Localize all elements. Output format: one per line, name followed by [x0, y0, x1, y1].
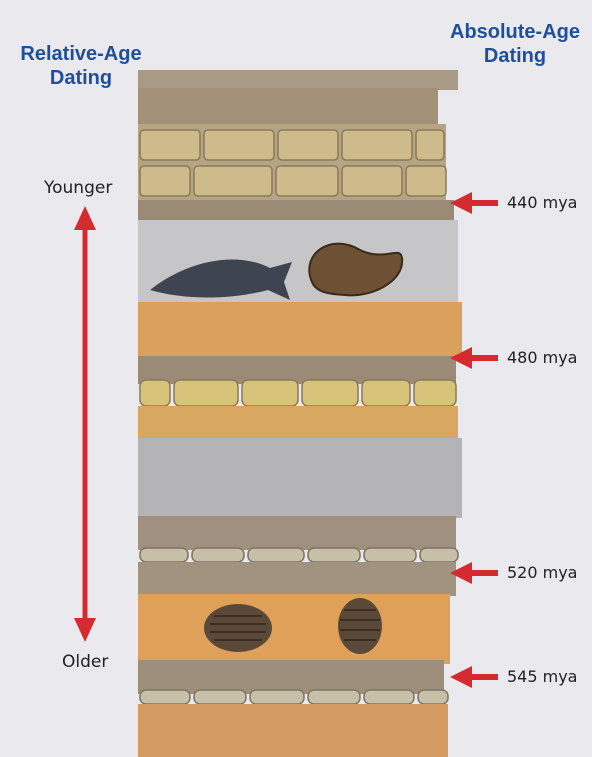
trilobite-fossil-icon — [338, 598, 382, 654]
gray-layer-lower — [138, 438, 462, 518]
age-marker-arrow — [450, 192, 498, 214]
orange-trilobite-layer — [138, 594, 450, 664]
orange-bottom-layer — [138, 704, 448, 757]
age-marker-arrow — [450, 562, 498, 584]
top-cap-layer — [138, 70, 458, 90]
age-marker-arrow — [450, 666, 498, 688]
age-label-545: 545 mya — [507, 667, 577, 686]
age-label-440: 440 mya — [507, 193, 577, 212]
orange-layer-upper — [138, 302, 462, 360]
stratum-4 — [138, 516, 456, 550]
stratum-1 — [138, 88, 438, 126]
stratum-6 — [138, 660, 444, 694]
stratum-2 — [138, 200, 454, 222]
trilobite-fossil-icon — [204, 604, 272, 652]
orange-thin-layer — [138, 406, 458, 440]
rock-strata — [138, 70, 462, 757]
age-label-520: 520 mya — [507, 563, 577, 582]
stratum-5 — [138, 562, 456, 596]
relative-age-arrow — [74, 206, 96, 642]
age-label-480: 480 mya — [507, 348, 577, 367]
